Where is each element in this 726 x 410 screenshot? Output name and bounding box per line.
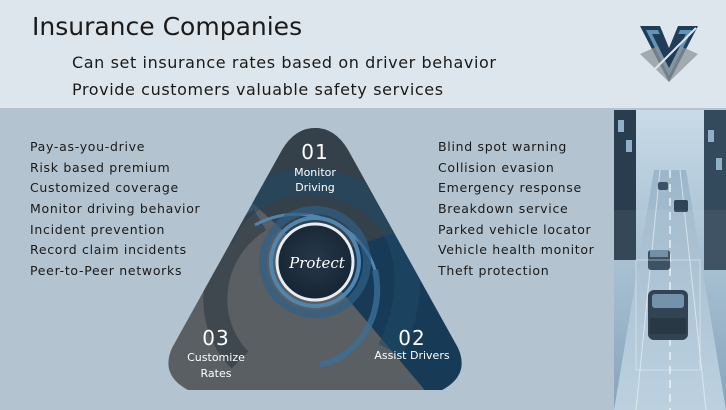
v-chevron-logo-icon bbox=[640, 26, 698, 83]
segment-03-number: 03 bbox=[202, 326, 230, 350]
insurer-benefits-list: Pay-as-you-drive Risk based premium Cust… bbox=[30, 139, 200, 284]
list-item: Vehicle health monitor bbox=[438, 242, 595, 258]
list-item: Breakdown service bbox=[438, 201, 569, 217]
segment-02-label: Assist Drivers bbox=[374, 349, 450, 362]
protect-center-circle bbox=[275, 222, 355, 302]
customer-services-list: Blind spot warning Collision evasion Eme… bbox=[438, 139, 595, 284]
segment-01-number: 01 bbox=[301, 140, 329, 164]
protect-label: Protect bbox=[289, 254, 345, 272]
list-item: Theft protection bbox=[438, 263, 550, 279]
list-item: Monitor driving behavior bbox=[30, 201, 201, 217]
list-item: Customized coverage bbox=[30, 180, 179, 196]
list-item: Pay-as-you-drive bbox=[30, 139, 146, 154]
list-item: Collision evasion bbox=[438, 159, 555, 175]
list-item: Parked vehicle locator bbox=[438, 221, 592, 237]
list-item: Emergency response bbox=[438, 180, 582, 196]
list-item: Blind spot warning bbox=[438, 139, 567, 154]
segment-03-label-line2: Rates bbox=[200, 367, 232, 380]
segment-02-number: 02 bbox=[398, 326, 426, 350]
list-item: Record claim incidents bbox=[30, 242, 187, 258]
protect-cycle-diagram bbox=[168, 128, 462, 390]
highway-traffic-photo-icon bbox=[614, 110, 726, 410]
list-item: Risk based premium bbox=[30, 159, 171, 175]
segment-03-label-line1: Customize bbox=[187, 351, 245, 364]
list-item: Incident prevention bbox=[30, 221, 166, 237]
segment-01-label-line2: Driving bbox=[295, 181, 335, 194]
list-item: Peer-to-Peer networks bbox=[30, 263, 183, 279]
header-band: Insurance Companies Can set insurance ra… bbox=[0, 0, 726, 108]
subtitle-rates: Can set insurance rates based on driver … bbox=[72, 53, 497, 72]
subtitle-services: Provide customers valuable safety servic… bbox=[72, 80, 444, 99]
segment-01-label-line1: Monitor bbox=[294, 166, 336, 179]
page-title: Insurance Companies bbox=[32, 12, 303, 41]
